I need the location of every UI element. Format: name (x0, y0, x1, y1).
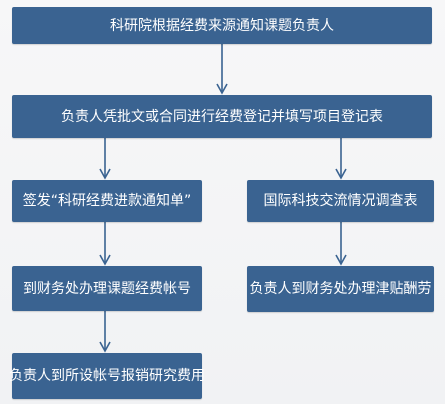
node-label: 负责人到财务处办理津贴酬劳 (249, 281, 432, 297)
node-reimburse-expenses: 负责人到所设帐号报销研究费用 (9, 353, 205, 399)
node-label: 签发“科研经费进款通知单” (22, 193, 192, 209)
node-finance-allowance: 负责人到财务处办理津贴酬劳 (247, 266, 434, 312)
node-label: 负责人凭批文或合同进行经费登记并填写项目登记表 (61, 108, 383, 125)
node-label: 国际科技交流情况调查表 (263, 193, 418, 209)
node-label: 科研院根据经费来源通知课题负责人 (110, 17, 334, 34)
node-finance-account: 到财务处办理课题经费帐号 (12, 266, 202, 311)
node-intl-survey: 国际科技交流情况调查表 (247, 180, 434, 222)
node-register-funds: 负责人凭批文或合同进行经费登记并填写项目登记表 (12, 95, 432, 138)
node-label: 到财务处办理课题经费帐号 (23, 280, 191, 297)
node-issue-notice: 签发“科研经费进款通知单” (12, 180, 202, 222)
node-label: 负责人到所设帐号报销研究费用 (9, 368, 205, 384)
node-notify-leader: 科研院根据经费来源通知课题负责人 (12, 7, 432, 44)
